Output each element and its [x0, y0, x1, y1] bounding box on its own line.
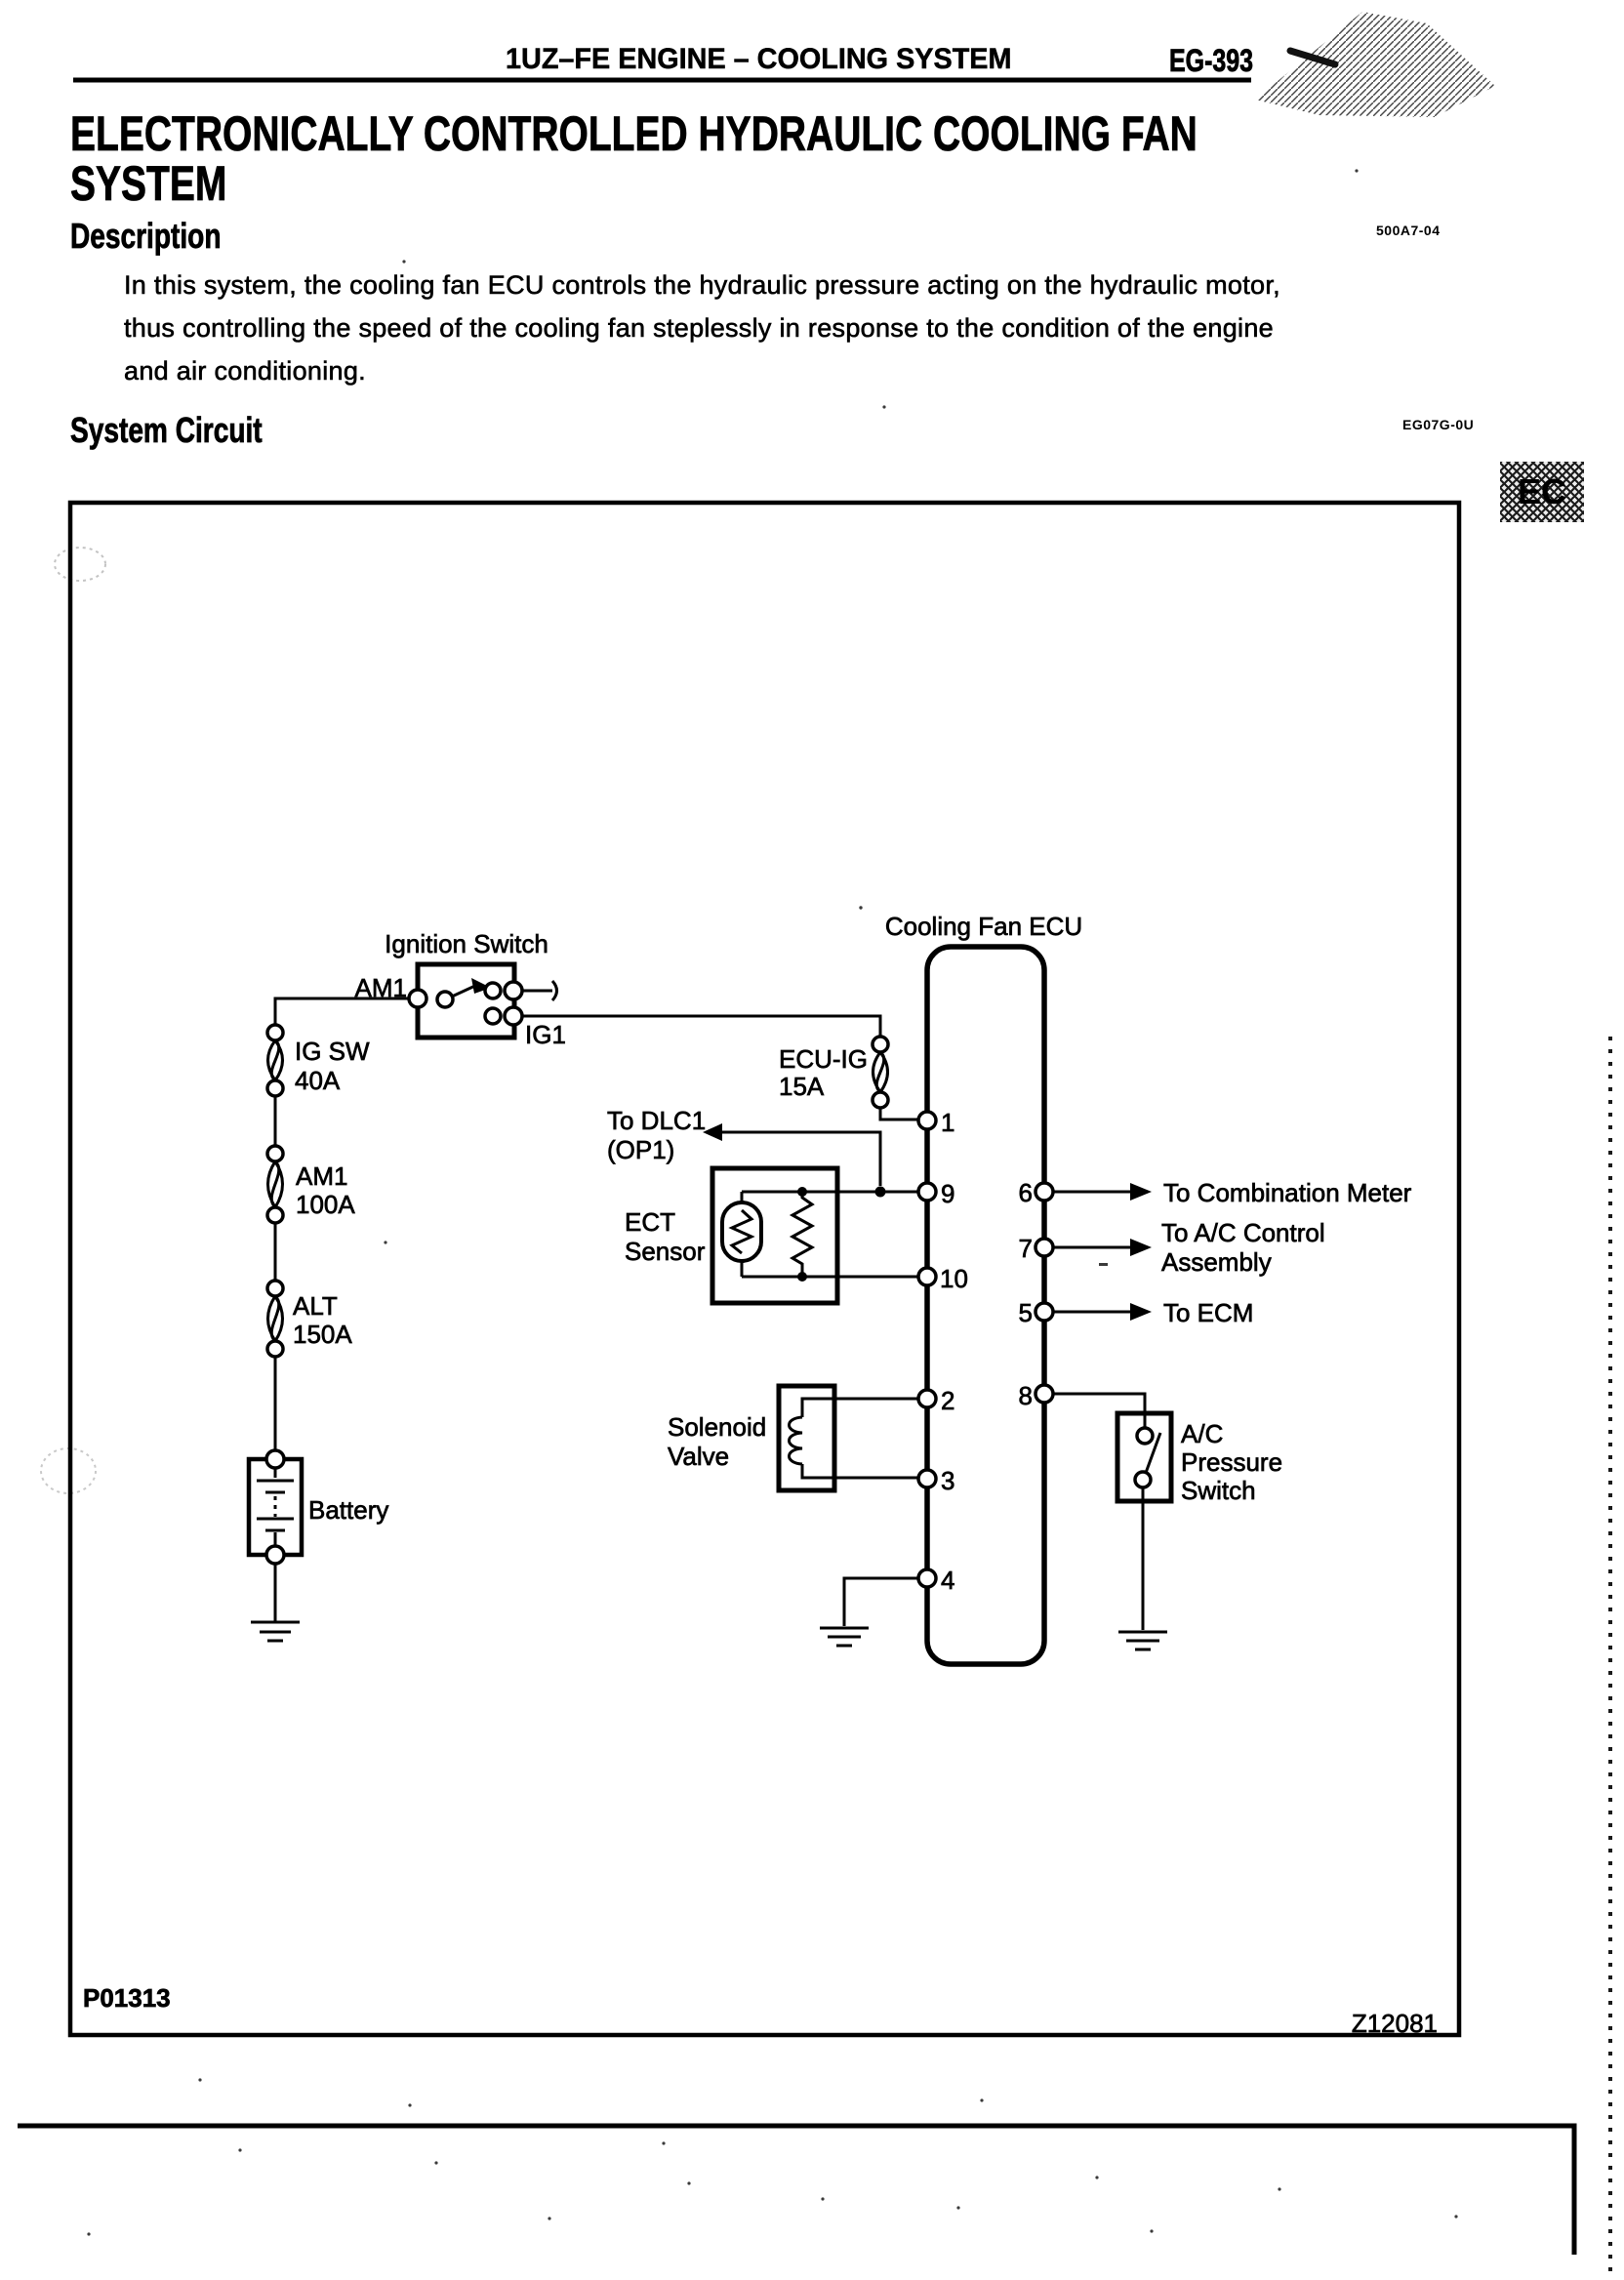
fuse-ig-sw: IG SW 40A	[265, 1023, 370, 1098]
fuse-am1-rating: 100A	[296, 1190, 355, 1219]
ground-battery	[251, 1564, 300, 1643]
ac-pressure-label1: A/C	[1181, 1419, 1223, 1448]
fuse-ecu-ig-rating: 15A	[779, 1072, 825, 1101]
description-heading: Description	[70, 216, 222, 257]
description-paragraph: In this system, the cooling fan ECU cont…	[124, 264, 1280, 392]
to-combination-meter-label: To Combination Meter	[1163, 1178, 1412, 1207]
output-combination-meter: To Combination Meter	[1053, 1178, 1412, 1207]
to-dlc1: To DLC1 (OP1)	[607, 1106, 886, 1198]
page-number: EG-393	[1169, 43, 1254, 79]
drawing-code: Z12081	[1352, 2009, 1438, 2038]
pin-1: 1	[941, 1108, 954, 1137]
output-ecm: To ECM	[1053, 1298, 1254, 1327]
scan-scribble	[1255, 12, 1495, 117]
main-title-line1: ELECTRONICALLY CONTROLLED HYDRAULIC COOL…	[70, 106, 1198, 161]
diagram-frame	[67, 500, 1462, 2038]
ac-pressure-label3: Switch	[1181, 1476, 1256, 1505]
ecu-pins: 1 9 10 2 3 4 6 7 5 8	[916, 1108, 1055, 1595]
fuse-alt-name: ALT	[293, 1291, 338, 1321]
output-ac-control: To A/C Control Assembly	[1053, 1218, 1325, 1277]
figure-code: P01313	[83, 1983, 171, 2013]
ac-pressure-switch: A/C Pressure Switch	[1053, 1392, 1282, 1651]
am1-label: AM1	[355, 973, 407, 1002]
pin-4: 4	[941, 1566, 954, 1595]
ground-pin4	[820, 1576, 918, 1648]
fuse-am1: AM1 100A	[265, 1144, 356, 1225]
system-circuit-heading: System Circuit	[70, 410, 263, 451]
ec-tab-badge: EC	[1500, 462, 1584, 522]
pin-9: 9	[941, 1179, 954, 1208]
pin-8: 8	[1019, 1381, 1033, 1410]
solenoid-label2: Valve	[668, 1442, 729, 1471]
to-ecm-label: To ECM	[1163, 1298, 1253, 1327]
main-title-line2: SYSTEM	[70, 156, 227, 211]
scan-noise	[87, 169, 1458, 2236]
pin-5: 5	[1019, 1298, 1033, 1327]
battery: Battery	[246, 1448, 389, 1566]
page-header-title: 1UZ–FE ENGINE – COOLING SYSTEM	[506, 43, 1012, 76]
system-circuit-code: EG07G-0U	[1402, 417, 1475, 432]
pin-10: 10	[940, 1264, 968, 1293]
fuse-ecu-ig: ECU-IG 15A	[779, 1035, 890, 1110]
fuse-alt-rating: 150A	[293, 1320, 352, 1349]
fuse-alt: ALT 150A	[265, 1279, 353, 1359]
cooling-fan-ecu-label: Cooling Fan ECU	[885, 912, 1082, 941]
battery-label: Battery	[308, 1495, 388, 1525]
ect-label1: ECT	[625, 1207, 675, 1237]
ignition-switch: Ignition Switch AM1 IG1	[273, 929, 566, 1049]
description-line2: thus controlling the speed of the coolin…	[124, 313, 1274, 344]
pin-2: 2	[941, 1386, 954, 1415]
ect-sensor: ECT Sensor	[625, 1165, 918, 1306]
bottom-rule	[18, 2123, 1577, 2255]
wire-ig1	[522, 1014, 882, 1037]
scan-mark	[54, 547, 106, 582]
solenoid-valve: Solenoid Valve	[668, 1383, 918, 1493]
solenoid-label1: Solenoid	[668, 1412, 766, 1442]
pin-7: 7	[1019, 1234, 1033, 1263]
cooling-fan-ecu: Cooling Fan ECU	[884, 912, 1083, 1667]
wire-pin1	[878, 1108, 918, 1121]
to-ac-control-label1: To A/C Control	[1161, 1218, 1325, 1247]
fuse-ig-sw-name: IG SW	[295, 1037, 370, 1066]
ignition-switch-label: Ignition Switch	[385, 929, 548, 958]
ac-pressure-label2: Pressure	[1181, 1447, 1282, 1477]
pin-6: 6	[1019, 1178, 1033, 1207]
to-dlc1-label2: (OP1)	[607, 1135, 674, 1164]
ect-label2: Sensor	[625, 1237, 706, 1266]
fuse-ecu-ig-name: ECU-IG	[779, 1044, 868, 1074]
ig1-label: IG1	[525, 1020, 566, 1049]
pin-3: 3	[941, 1466, 954, 1495]
description-code: 500A7-04	[1376, 223, 1441, 238]
fuse-ig-sw-rating: 40A	[295, 1066, 341, 1095]
to-dlc1-label1: To DLC1	[607, 1106, 706, 1135]
description-line3: and air conditioning.	[124, 356, 366, 387]
fuse-am1-name: AM1	[296, 1161, 347, 1191]
description-line1: In this system, the cooling fan ECU cont…	[124, 270, 1280, 301]
to-ac-control-label2: Assembly	[1161, 1247, 1272, 1277]
